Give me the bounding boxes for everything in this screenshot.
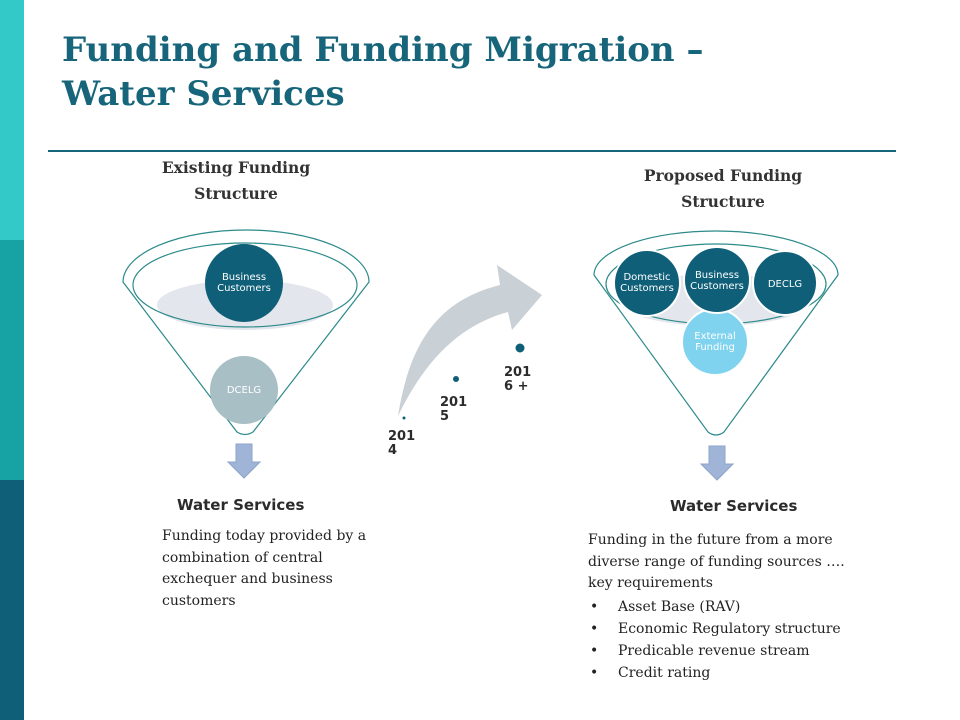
title-underline: [48, 150, 896, 152]
existing-business-customers-bubble: [205, 244, 283, 322]
requirement-item: •Economic Regulatory structure: [590, 618, 841, 640]
existing-structure-heading: Existing Funding Structure: [136, 155, 336, 207]
slide-title-line2: Water Services: [62, 74, 345, 114]
proposed-structure-heading: Proposed Funding Structure: [622, 163, 824, 215]
proposed-domestic-customers-label: Domestic Customers: [620, 272, 674, 294]
proposed-business-customers-bubble: [683, 246, 751, 314]
existing-business-customers-label: Business Customers: [217, 272, 271, 294]
existing-heading-line1: Existing Funding: [161, 158, 311, 177]
requirement-text: Economic Regulatory structure: [618, 621, 841, 637]
existing-heading-line2: Structure: [194, 184, 278, 203]
proposed-water-services-label: Water Services: [670, 497, 798, 515]
existing-funnel: [122, 229, 370, 436]
existing-description: Funding today provided by a combination …: [162, 528, 367, 609]
side-bar-middle: [0, 240, 24, 480]
timeline-year-2016: 2016 +: [504, 365, 532, 394]
timeline-year-2014: 2014: [388, 429, 416, 458]
existing-funnel-inner-rim: [132, 242, 358, 328]
timeline-marker-2015: [453, 376, 459, 382]
side-bar-bottom: [0, 480, 24, 720]
timeline-year-2015: 2015: [440, 395, 468, 424]
existing-water-services-label: Water Services: [177, 496, 305, 514]
side-bar-top: [0, 0, 24, 240]
proposed-heading-line2: Structure: [681, 192, 765, 211]
proposed-down-arrow: [699, 445, 735, 481]
slide-title-line1: Funding and Funding Migration –: [62, 30, 704, 70]
migration-arrow: [398, 265, 542, 420]
requirement-text: Credit rating: [618, 665, 711, 681]
proposed-description: Funding in the future from a more divers…: [588, 532, 845, 591]
proposed-business-customers-label: Business Customers: [690, 270, 744, 292]
proposed-funnel-outline: [593, 230, 839, 436]
requirement-text: Predicable revenue stream: [618, 643, 810, 659]
timeline-marker-2016: [515, 343, 525, 353]
requirement-item: •Asset Base (RAV): [590, 596, 841, 618]
requirements-list: •Asset Base (RAV) •Economic Regulatory s…: [590, 596, 841, 684]
requirement-text: Asset Base (RAV): [618, 599, 741, 615]
proposed-external-funding-label: External Funding: [694, 331, 736, 353]
existing-dcelg-bubble: [210, 356, 278, 424]
migration-arrow-shape: [398, 265, 542, 416]
requirement-item: •Predicable revenue stream: [590, 640, 841, 662]
existing-dcelg-label: DCELG: [226, 384, 262, 396]
requirement-item: •Credit rating: [590, 662, 841, 684]
existing-down-arrow: [226, 443, 262, 479]
existing-funnel-outline: [122, 229, 370, 436]
proposed-declg-bubble: [752, 250, 818, 316]
timeline-marker-2014: [402, 416, 406, 420]
proposed-declg-label: DECLG: [767, 278, 803, 290]
proposed-funnel: [593, 230, 839, 436]
proposed-domestic-customers-bubble: [613, 249, 681, 317]
proposed-heading-line1: Proposed Funding: [643, 166, 803, 185]
slide-title: Funding and Funding Migration – Water Se…: [62, 28, 703, 116]
